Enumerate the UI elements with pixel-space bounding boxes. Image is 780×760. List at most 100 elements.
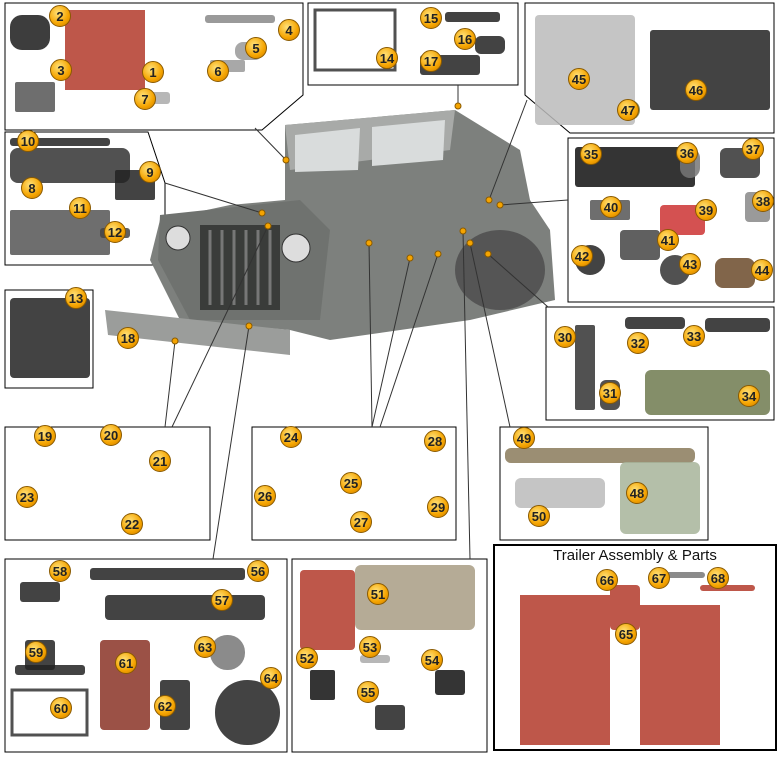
part-number-badge-37: 37	[742, 138, 764, 160]
group-box-body-mounts	[4, 289, 94, 389]
part-image-30	[715, 258, 755, 288]
group-box-windshield	[4, 2, 304, 131]
part-number-badge-65: 65	[615, 623, 637, 645]
part-number-badge-60: 60	[50, 697, 72, 719]
part-number-badge-14: 14	[376, 47, 398, 69]
part-image-8	[10, 148, 130, 183]
part-number-badge-1: 1	[142, 61, 164, 83]
part-image-4	[205, 15, 275, 23]
part-image-11	[10, 210, 110, 255]
part-number-badge-51: 51	[367, 583, 389, 605]
part-number-badge-30: 30	[554, 326, 576, 348]
part-number-badge-52: 52	[296, 647, 318, 669]
group-box-toolbox	[499, 426, 709, 541]
part-number-badge-34: 34	[738, 385, 760, 407]
part-image-45	[90, 568, 245, 580]
callout-dots	[171, 102, 504, 345]
part-image-21	[575, 147, 695, 187]
part-number-badge-55: 55	[357, 681, 379, 703]
part-image-13	[10, 298, 90, 378]
part-number-badge-46: 46	[685, 79, 707, 101]
part-number-badge-43: 43	[679, 253, 701, 275]
part-number-badge-3: 3	[50, 59, 72, 81]
part-number-badge-35: 35	[580, 143, 602, 165]
part-number-badge-26: 26	[254, 485, 276, 507]
part-number-badge-32: 32	[627, 332, 649, 354]
part-number-badge-16: 16	[454, 28, 476, 50]
part-number-badge-36: 36	[676, 142, 698, 164]
part-number-badge-8: 8	[21, 177, 43, 199]
part-number-badge-58: 58	[49, 560, 71, 582]
trailer-section-title: Trailer Assembly & Parts	[553, 547, 717, 564]
part-number-badge-38: 38	[752, 190, 774, 212]
part-number-badge-31: 31	[599, 382, 621, 404]
part-number-badge-21: 21	[149, 450, 171, 472]
part-number-badge-27: 27	[350, 511, 372, 533]
part-image-59	[700, 585, 755, 591]
leader-lines	[164, 85, 569, 560]
group-box-dash	[567, 137, 775, 303]
part-number-badge-45: 45	[568, 68, 590, 90]
part-number-badge-25: 25	[340, 472, 362, 494]
part-number-badge-13: 13	[65, 287, 87, 309]
part-image-47	[20, 582, 60, 602]
part-number-badge-61: 61	[115, 652, 137, 674]
part-image-16	[475, 36, 505, 54]
group-box-frame	[4, 558, 288, 753]
part-image-58	[660, 572, 705, 578]
part-number-badge-68: 68	[707, 567, 729, 589]
part-image-35	[645, 370, 770, 415]
part-image-41	[310, 670, 335, 700]
part-number-badge-41: 41	[657, 229, 679, 251]
part-image-51	[100, 640, 150, 730]
part-image-40	[355, 565, 475, 630]
part-number-badge-64: 64	[260, 667, 282, 689]
part-number-badge-9: 9	[139, 161, 161, 183]
jeep-illustration	[105, 110, 555, 355]
part-number-badge-67: 67	[648, 567, 670, 589]
part-number-badge-42: 42	[571, 245, 593, 267]
part-image-57	[610, 585, 640, 630]
part-image-38	[620, 462, 700, 534]
part-number-badge-7: 7	[134, 88, 156, 110]
part-number-badge-66: 66	[596, 569, 618, 591]
part-number-badge-18: 18	[117, 327, 139, 349]
part-number-badge-20: 20	[100, 424, 122, 446]
part-image-50	[10, 688, 89, 737]
part-image-49	[15, 665, 85, 675]
part-image-14	[313, 8, 397, 72]
part-number-badge-28: 28	[424, 430, 446, 452]
part-number-badge-57: 57	[211, 589, 233, 611]
part-image-2	[10, 15, 50, 50]
part-number-badge-39: 39	[695, 199, 717, 221]
part-number-badge-54: 54	[421, 649, 443, 671]
group-box-fenders	[545, 306, 775, 421]
group-box-seats	[291, 558, 488, 753]
part-image-36	[505, 448, 695, 463]
part-image-27	[620, 230, 660, 260]
part-image-55	[520, 595, 610, 745]
part-image-46	[105, 595, 265, 620]
group-box-lights	[251, 426, 457, 541]
part-number-badge-33: 33	[683, 325, 705, 347]
part-number-badge-47: 47	[617, 99, 639, 121]
part-number-badge-2: 2	[49, 5, 71, 27]
part-image-39	[300, 570, 355, 650]
part-image-37	[515, 478, 605, 508]
part-number-badge-24: 24	[280, 426, 302, 448]
part-number-badge-62: 62	[154, 695, 176, 717]
part-number-badge-4: 4	[278, 19, 300, 41]
part-number-badge-49: 49	[513, 427, 535, 449]
part-number-badge-59: 59	[25, 641, 47, 663]
part-image-53	[210, 635, 245, 670]
part-number-badge-11: 11	[69, 197, 91, 219]
part-image-25	[660, 205, 705, 235]
part-image-3	[15, 82, 55, 112]
part-image-33	[625, 317, 685, 329]
part-image-56	[640, 605, 720, 745]
part-number-badge-19: 19	[34, 425, 56, 447]
part-image-34	[705, 318, 770, 332]
part-number-badge-17: 17	[420, 50, 442, 72]
